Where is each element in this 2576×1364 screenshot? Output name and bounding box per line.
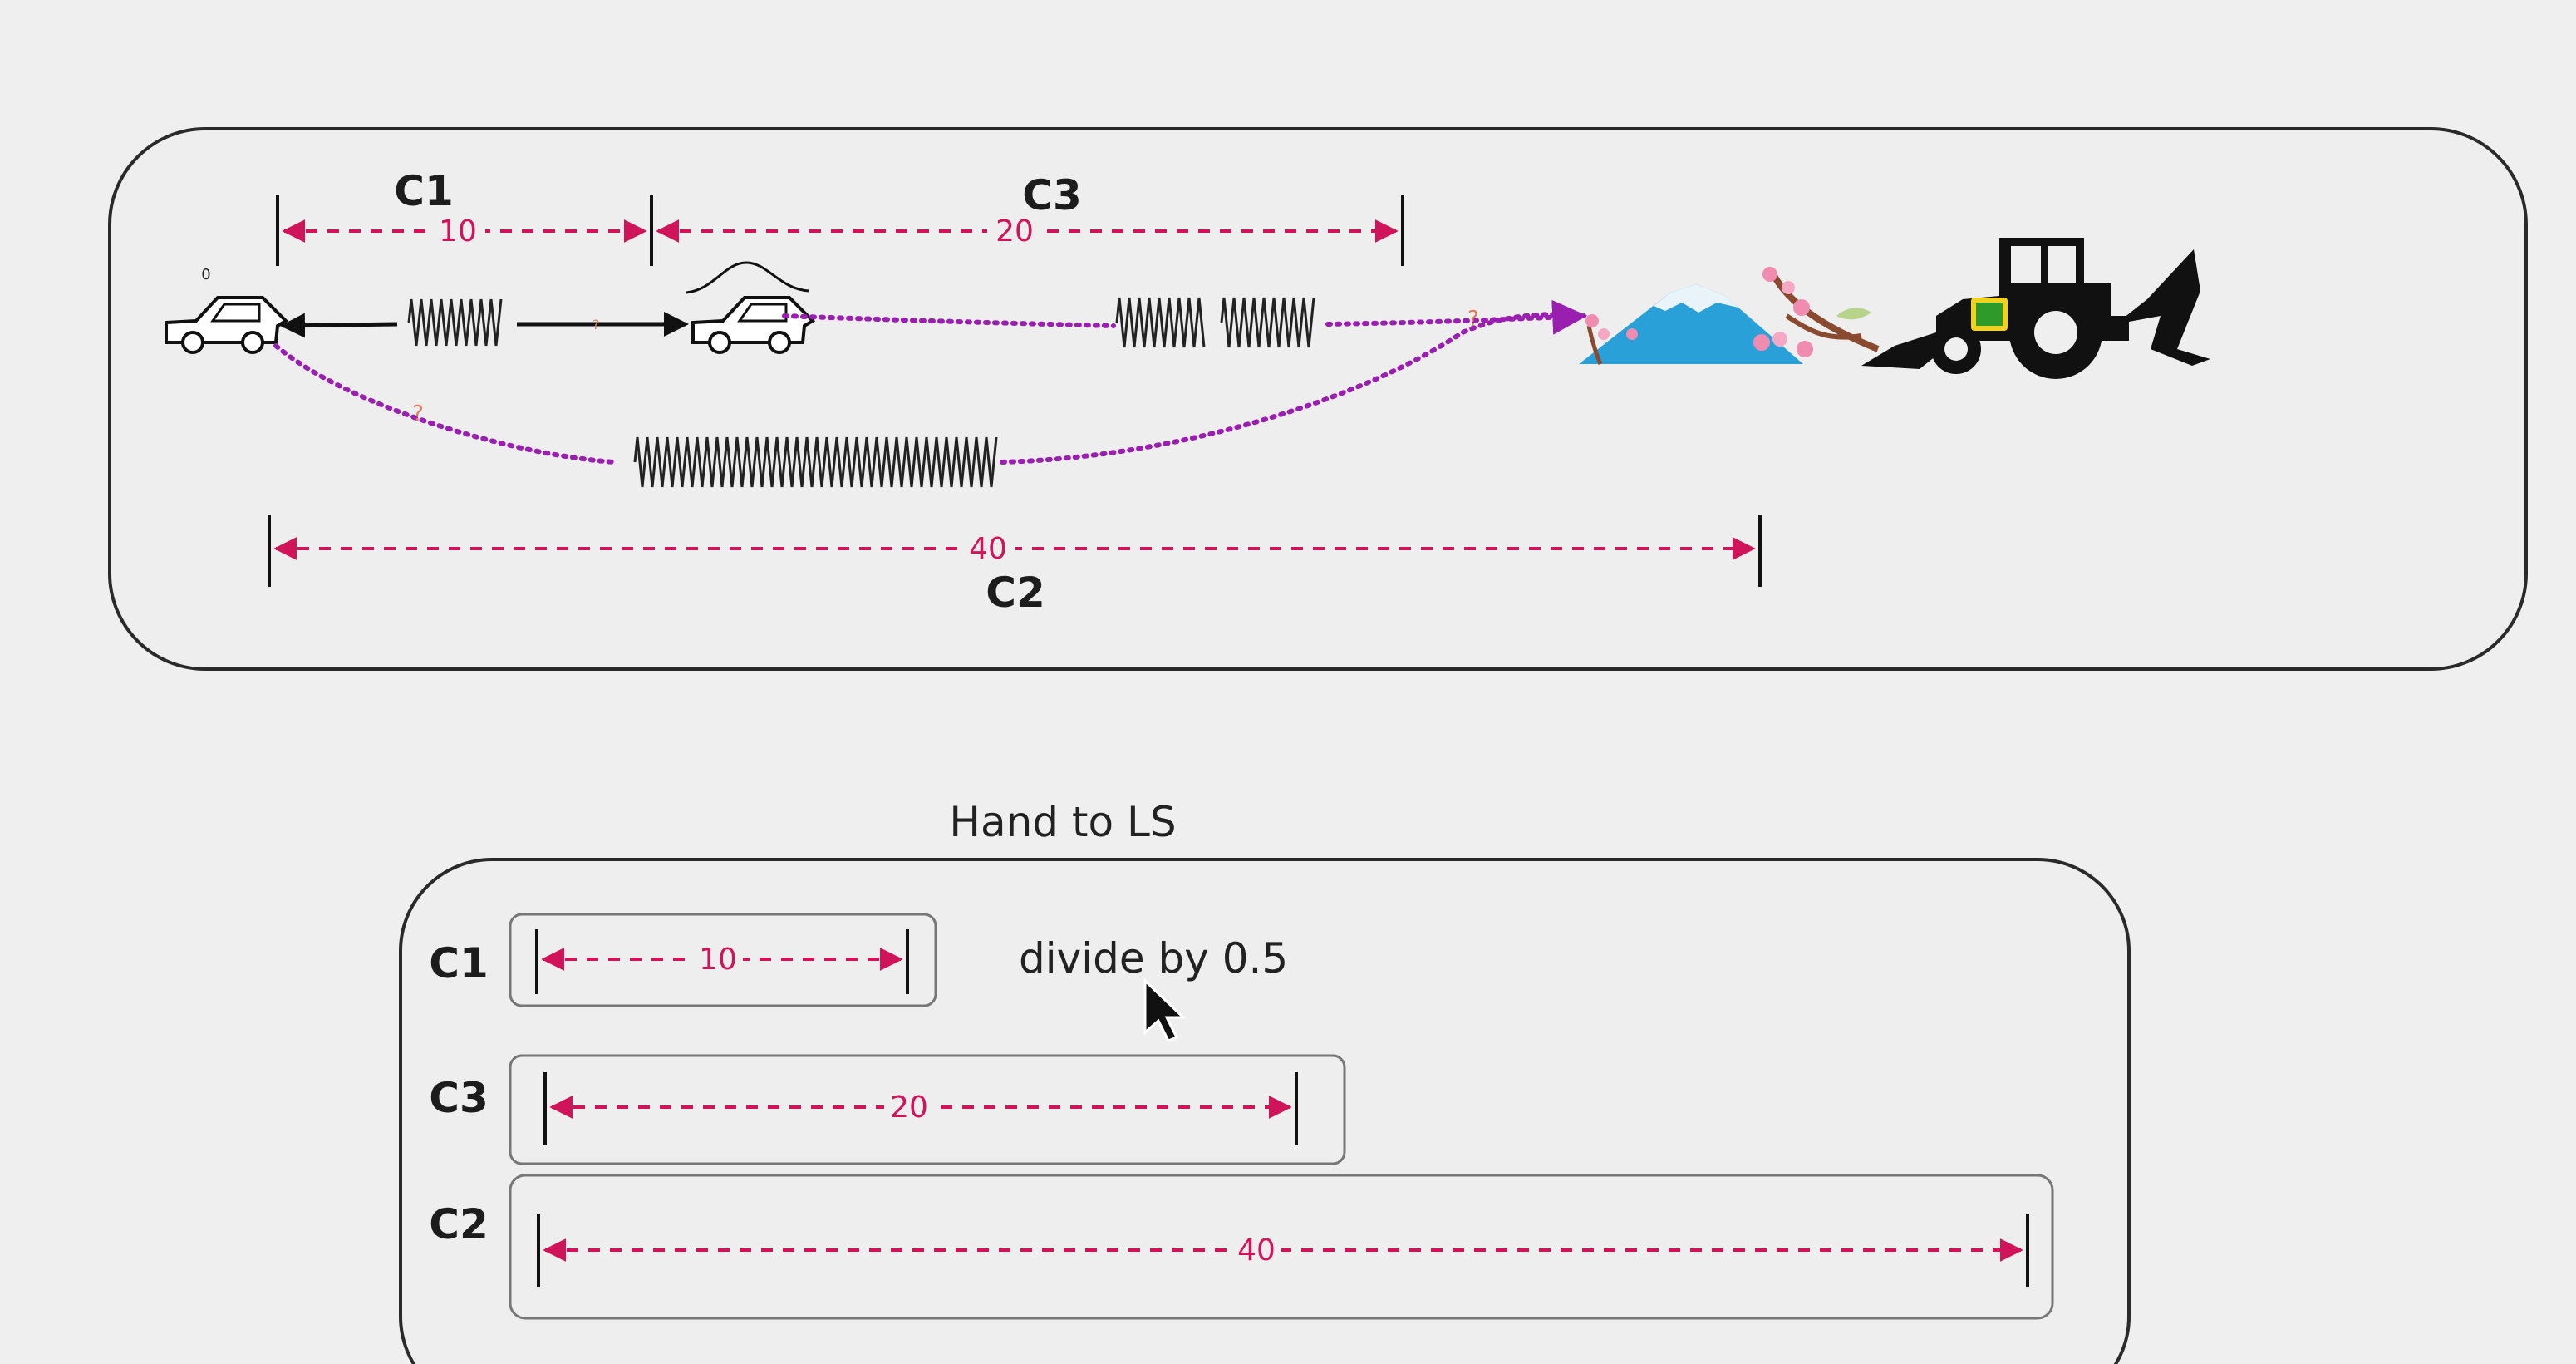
dotted-path-lower — [273, 343, 617, 465]
tractor-icon — [1861, 238, 2210, 379]
c1-value: 10 — [439, 214, 477, 249]
unknown-mark-upper: ? — [1467, 307, 1479, 332]
cherry-blossom-icon — [1585, 267, 1880, 365]
spring-icon — [1115, 297, 1206, 348]
car-icon — [691, 296, 816, 354]
car-icon — [165, 296, 289, 354]
arrow-left — [280, 313, 398, 338]
top-panel — [108, 127, 2528, 671]
cursor-icon — [1143, 977, 1187, 1042]
car-index: 0 — [201, 266, 210, 283]
c3-dimension: 20 C3 — [656, 171, 1404, 266]
c2-value: 40 — [969, 532, 1007, 566]
c3-label: C3 — [1022, 171, 1081, 219]
c2-label: C2 — [986, 569, 1045, 617]
note-text: divide by 0.5 — [1019, 934, 1288, 982]
unknown-mark-lower: ? — [412, 401, 424, 426]
row-value: 10 — [699, 943, 737, 977]
c2-dimension: 40 C2 — [268, 515, 1762, 617]
spring-icon — [407, 298, 503, 347]
row-c3: C3 20 — [429, 1054, 1346, 1165]
bump-curve-icon — [686, 261, 810, 294]
unknown-mark: ? — [592, 317, 600, 332]
row-value: 40 — [1237, 1234, 1276, 1268]
row-label: C2 — [429, 1200, 488, 1248]
dotted-path-upper-right — [1325, 299, 1588, 335]
spring-icon — [1220, 297, 1315, 348]
c1-dimension: 10 C1 — [276, 167, 653, 266]
row-c2: C2 40 — [429, 1174, 2054, 1320]
c1-label: C1 — [394, 167, 453, 215]
row-value: 20 — [890, 1091, 928, 1125]
row-c1: C1 10 — [429, 913, 937, 1007]
row-label: C1 — [429, 939, 488, 987]
bottom-panel-title: Hand to LS — [949, 798, 1176, 846]
spring-icon — [633, 436, 998, 488]
dotted-path-lower-right — [1000, 312, 1581, 465]
row-label: C3 — [429, 1074, 488, 1122]
c3-value: 20 — [995, 214, 1034, 249]
mountain-icon — [1579, 284, 1803, 364]
